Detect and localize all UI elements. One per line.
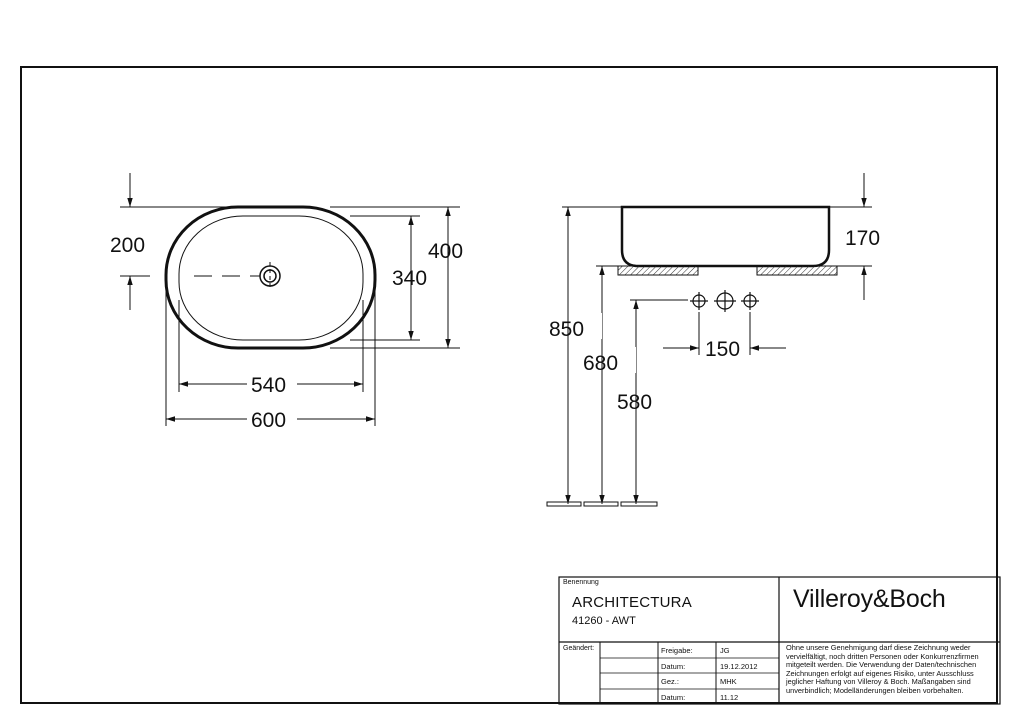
- gez-value: MHK: [720, 677, 737, 686]
- drawing-frame: [20, 66, 998, 704]
- geaendert-label: Geändert:: [563, 645, 595, 652]
- datum-value-2: 11.12: [720, 693, 739, 702]
- legal-notice: Ohne unsere Genehmigung darf diese Zeich…: [786, 643, 979, 695]
- dim-label-680: 680: [583, 352, 618, 375]
- product-name: ARCHITECTURA: [572, 594, 692, 611]
- dim-label-850: 850: [549, 318, 584, 341]
- dim-label-340: 340: [392, 267, 427, 290]
- countertop-right-hatch: [756, 265, 838, 276]
- title-block: [558, 576, 1001, 705]
- dim-label-170: 170: [845, 227, 880, 250]
- brand-logo-text: Villeroy&Boch: [793, 585, 946, 613]
- floor-bar-2: [583, 501, 619, 507]
- datum-value-1: 19.12.2012: [720, 662, 758, 671]
- top-view: [120, 173, 460, 426]
- floor-bar-3: [620, 501, 658, 507]
- datum-label-2: Datum:: [661, 693, 686, 702]
- countertop-left-hatch: [617, 265, 699, 276]
- basin-side-profile: [620, 205, 831, 268]
- dim-label-540: 540: [251, 374, 286, 397]
- dim-label-600: 600: [251, 409, 286, 432]
- tap-connection-icons: [690, 290, 759, 312]
- freigabe-value: JG: [720, 646, 730, 655]
- dim-label-150: 150: [705, 338, 740, 361]
- gez-label: Gez.:: [661, 677, 679, 686]
- basin-outer-outline: [164, 205, 377, 350]
- dim-label-200: 200: [110, 234, 145, 257]
- dim-label-400: 400: [428, 240, 463, 263]
- floor-bar-1: [546, 501, 582, 507]
- side-view: [546, 173, 872, 507]
- datum-label-1: Datum:: [661, 662, 686, 671]
- article-code: 41260 - AWT: [572, 615, 636, 627]
- benennung-label: Benennung: [563, 579, 599, 586]
- dim-label-580: 580: [617, 391, 652, 414]
- basin-inner-outline: [178, 215, 364, 341]
- freigabe-label: Freigabe:: [661, 646, 693, 655]
